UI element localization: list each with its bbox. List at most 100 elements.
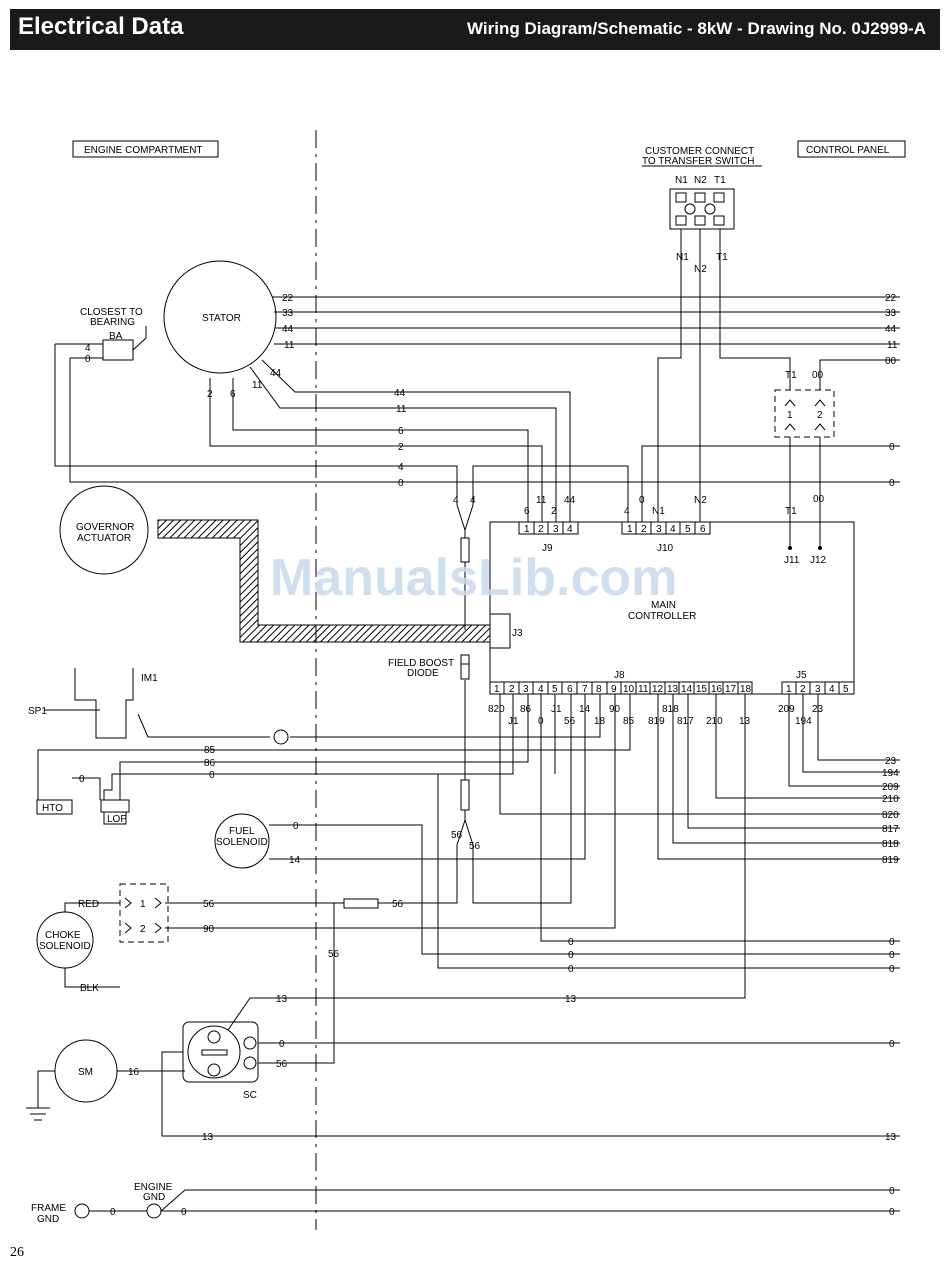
wire-label: 0 [293, 821, 299, 832]
wire-label: 56 [451, 830, 463, 841]
wire-label: 820 [882, 810, 899, 821]
wire-label: 3 [523, 684, 529, 695]
wire-label: 11 [536, 495, 547, 506]
wire-label: T1 [785, 506, 797, 517]
wire-label: 6 [230, 389, 236, 400]
wire-label: 17 [725, 684, 737, 695]
wire-label: 0 [889, 1207, 895, 1218]
wire-label: 18 [740, 684, 752, 695]
wire-label: 44 [394, 388, 406, 399]
wire-label: 209 [778, 704, 795, 715]
wire-label: 818 [662, 704, 679, 715]
wire-label: 3 [815, 684, 821, 695]
page-number: 26 [10, 1245, 24, 1260]
choke-label: CHOKE [45, 930, 81, 941]
engine-gnd-label: GND [143, 1192, 165, 1203]
wire-label: 2 [398, 442, 404, 453]
wire-label: 23 [885, 756, 897, 767]
wire-label: 0 [398, 478, 404, 489]
terminal-n1: N1 [675, 175, 688, 186]
stator-label: STATOR [202, 313, 241, 324]
governor-label: GOVERNOR [76, 522, 134, 533]
lop-label: LOP [107, 814, 127, 825]
transfer-relay [774, 389, 835, 438]
red-label: RED [78, 899, 99, 910]
wire-label: 1 [786, 684, 792, 695]
j10-pin: 1 [627, 524, 633, 535]
blk-label: BLK [80, 983, 99, 994]
wire-label: 16 [128, 1067, 140, 1078]
choke-label: SOLENOID [39, 941, 91, 952]
wire-label: T1 [716, 252, 728, 263]
relay-t1: T1 [785, 370, 797, 381]
wire-label: 4 [85, 343, 91, 354]
j10-label: J10 [657, 543, 674, 554]
bearing-label: BEARING [90, 317, 135, 328]
wire-label: N2 [694, 495, 707, 506]
wire-label: 0 [889, 442, 895, 453]
frame-gnd-label: FRAME [31, 1203, 66, 1214]
wire-label: 22 [282, 293, 294, 304]
starter-contactor [182, 1021, 259, 1083]
terminal-n2: N2 [694, 175, 707, 186]
wire-label: J1 [508, 716, 519, 727]
wire-label: 4 [829, 684, 835, 695]
wire-label: 44 [885, 324, 897, 335]
wire-label: N2 [694, 264, 707, 275]
terminal-t1: T1 [714, 175, 726, 186]
wire-label: 14 [681, 684, 693, 695]
wire-label: 4 [470, 495, 476, 506]
wire-label: 0 [79, 774, 85, 785]
wire-label: 819 [648, 716, 665, 727]
governor-linkage [157, 519, 491, 643]
wire-label: 194 [882, 768, 899, 779]
wire-label: 12 [652, 684, 664, 695]
j10-pin: 2 [641, 524, 647, 535]
wire-label: 2 [207, 389, 213, 400]
j12-label: J12 [810, 555, 827, 566]
wire-label: 56 [564, 716, 576, 727]
wire-label: 11 [284, 340, 295, 351]
watermark: ManualsLib.com [270, 549, 677, 607]
wire-label: 0 [889, 950, 895, 961]
wire-label: 11 [396, 404, 407, 415]
wire-label: 0 [181, 1207, 187, 1218]
wire-label: 0 [889, 1039, 895, 1050]
lop-box [100, 799, 130, 813]
wire-label: 0 [538, 716, 544, 727]
fuel-solenoid-label: SOLENOID [216, 837, 268, 848]
page-header: Electrical Data Wiring Diagram/Schematic… [10, 9, 940, 50]
j9-label: J9 [542, 543, 553, 554]
engine-gnd-label: ENGINE [134, 1182, 173, 1193]
governor-label: ACTUATOR [77, 533, 131, 544]
wire-label: 33 [282, 308, 294, 319]
wire-label: 0 [209, 770, 215, 781]
wire-label: 33 [885, 308, 897, 319]
wire-label: 56 [276, 1059, 288, 1070]
wire-label: 56 [328, 949, 340, 960]
wire-label: 0 [568, 950, 574, 961]
j9-pin: 2 [538, 524, 544, 535]
j9-pin: 1 [524, 524, 530, 535]
frame-gnd-terminal [74, 1203, 90, 1219]
wire-label: 85 [623, 716, 635, 727]
wire-label: 86 [204, 758, 216, 769]
wire-label: 817 [677, 716, 694, 727]
choke-relay [119, 883, 169, 943]
wire-label: 11 [638, 684, 649, 695]
fuel-solenoid-circle [214, 813, 270, 869]
wire-label: 0 [889, 937, 895, 948]
ba-connector [102, 339, 134, 361]
wire-label: 2 [509, 684, 515, 695]
im1-label: IM1 [141, 673, 158, 684]
wire-label: 13 [202, 1132, 214, 1143]
wire-label: 819 [882, 855, 899, 866]
j3-label: J3 [512, 628, 523, 639]
main-controller-label: MAIN [651, 600, 676, 611]
relay-00: 00 [812, 370, 824, 381]
j8-pins: 1 2 3 4 5 6 7 8 9 10 11 12 13 14 15 16 1… [494, 684, 752, 695]
j10-pin: 5 [685, 524, 691, 535]
wire-label: 85 [204, 745, 216, 756]
wire-label: 13 [276, 994, 288, 1005]
wire-label: 00 [885, 356, 897, 367]
